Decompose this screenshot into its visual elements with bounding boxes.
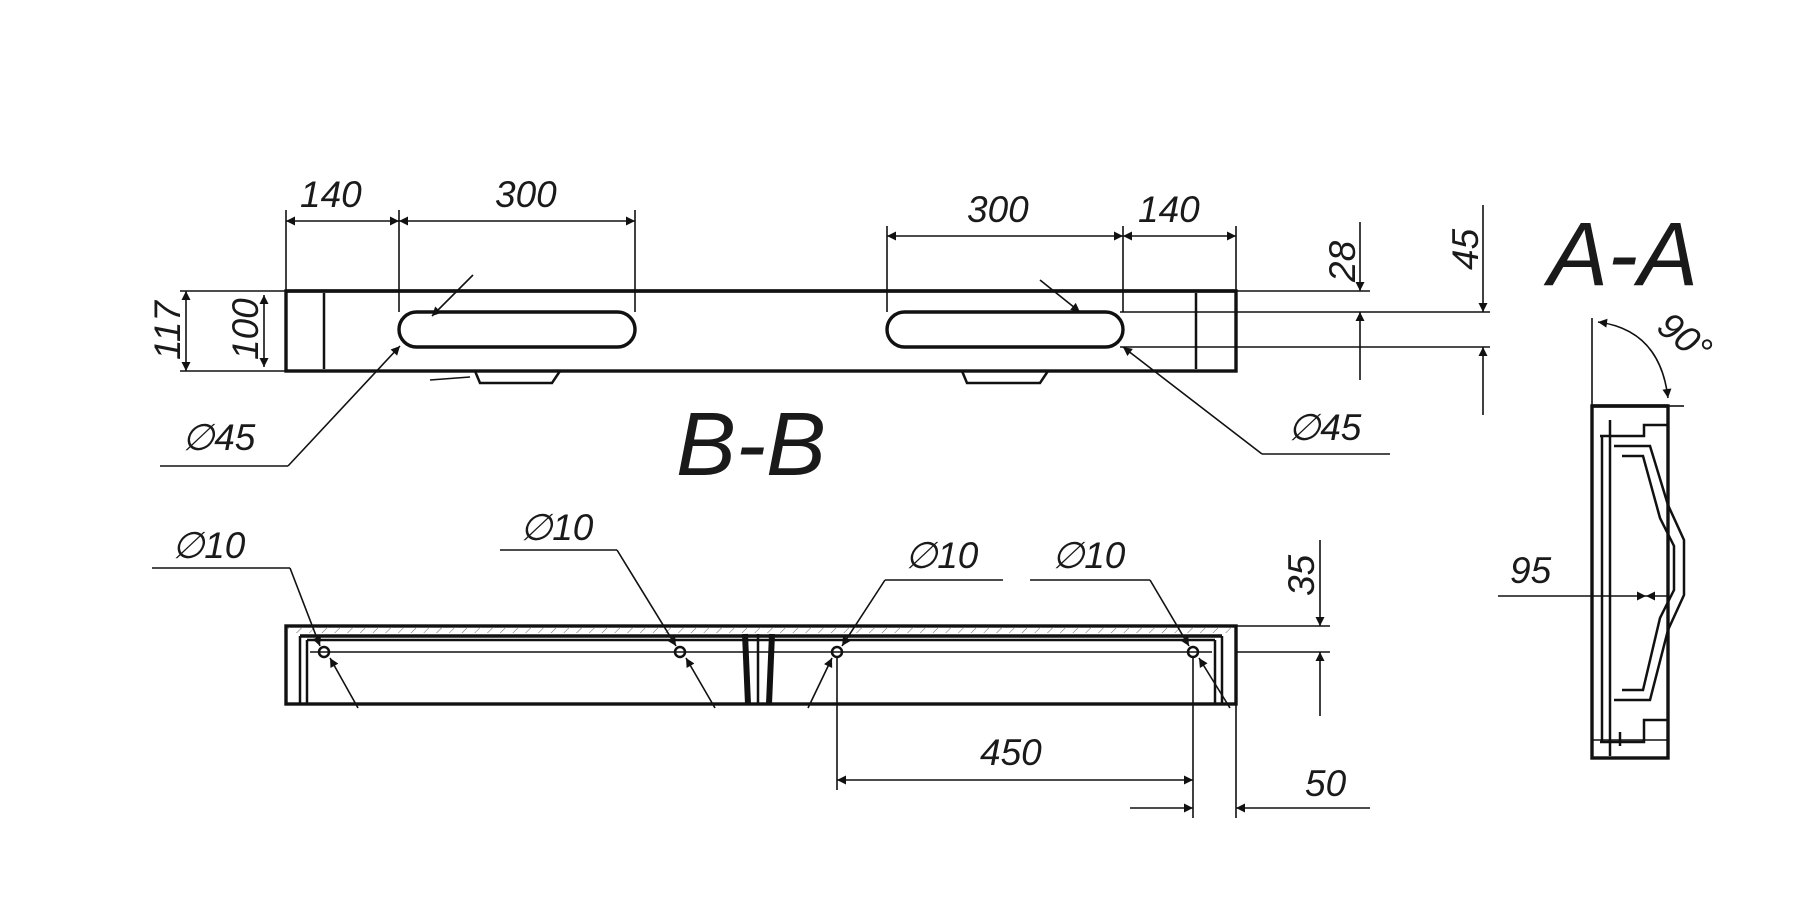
dim-35-lines (1236, 540, 1330, 716)
foot-extension (429, 376, 471, 381)
dim-300-left: 300 (495, 174, 557, 215)
hole-1 (317, 645, 331, 659)
left-dimensions (180, 290, 286, 372)
dia-10-2: ∅10 (520, 507, 594, 548)
dia-45-left: ∅45 (182, 417, 256, 458)
dim-117: 117 (147, 300, 188, 360)
dim-140-right: 140 (1138, 189, 1200, 230)
right-dimensions (1120, 205, 1490, 415)
top-view-outline (284, 289, 1238, 373)
dia-10-3: ∅10 (905, 535, 979, 576)
foot-right (960, 370, 1050, 385)
angle-90: 90° (1650, 304, 1719, 371)
front-section-view (284, 624, 1238, 706)
slot-right (885, 310, 1125, 349)
section-aa-profile (1590, 404, 1686, 760)
dia-10-4: ∅10 (1052, 535, 1126, 576)
front-hatch-top (288, 627, 1234, 633)
slot-left (397, 310, 637, 349)
hole-2 (673, 645, 687, 659)
front-outline (284, 624, 1238, 706)
dia-45-right: ∅45 (1288, 407, 1362, 448)
dia-45-leaders (160, 274, 1390, 467)
dim-140-left: 140 (300, 174, 362, 215)
top-view (284, 289, 1238, 385)
aa-web (1614, 444, 1686, 702)
top-dimensions (285, 210, 1237, 312)
section-label-bb: B-B (676, 395, 826, 495)
dim-35: 35 (1281, 554, 1322, 596)
section-label-aa: A-A (1543, 205, 1698, 305)
dim-300-right: 300 (967, 189, 1029, 230)
dim-450: 450 (980, 732, 1042, 773)
dia-10-leaders (152, 549, 1231, 709)
dim-45: 45 (1445, 228, 1486, 270)
center-rib-2 (766, 633, 775, 705)
dim-95: 95 (1510, 550, 1552, 591)
dim-100: 100 (225, 298, 266, 360)
aa-outline (1590, 404, 1670, 760)
bottom-dimensions (836, 657, 1370, 818)
dim-28: 28 (1322, 240, 1363, 283)
angle-90-lines (1591, 318, 1684, 407)
dim-50: 50 (1305, 763, 1347, 804)
dia-10-1: ∅10 (172, 525, 246, 566)
center-rib-1 (742, 633, 751, 705)
foot-left (473, 370, 562, 385)
